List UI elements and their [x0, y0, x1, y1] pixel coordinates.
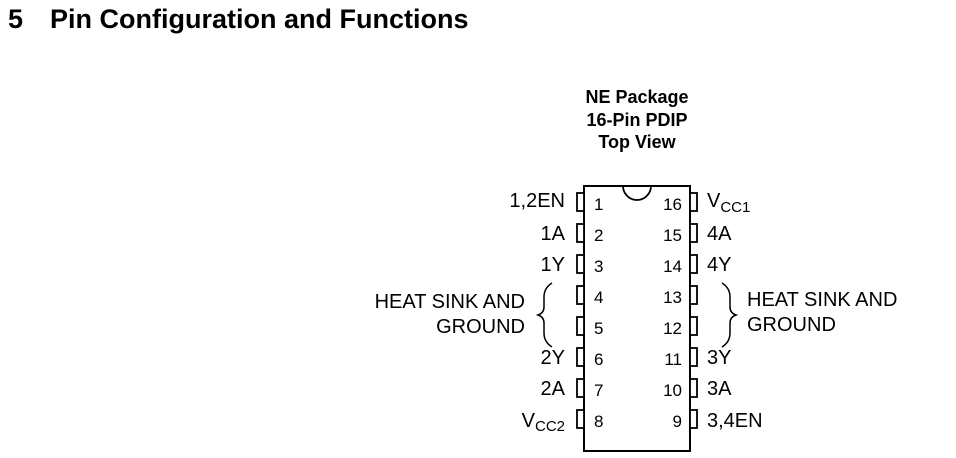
- right-pin-stubs: [689, 192, 698, 429]
- pin-label: 1,2EN: [509, 190, 565, 212]
- pin-number: 15: [663, 226, 682, 245]
- pin-label: 4Y: [707, 254, 731, 276]
- pin-label: 1Y: [541, 254, 565, 276]
- pin-label-vcc1: VCC1: [707, 190, 750, 216]
- pin-stub: [689, 409, 698, 429]
- pin-stub: [576, 254, 585, 274]
- pin-number: 1: [594, 195, 603, 214]
- pin-number: 2: [594, 226, 603, 245]
- pin-label: 2A: [541, 378, 566, 400]
- heat-sink-label-left-line1: HEAT SINK AND: [375, 291, 525, 313]
- pin-stub: [576, 347, 585, 367]
- pin-label: 3,4EN: [707, 410, 763, 432]
- heat-sink-label-left-line2: GROUND: [436, 316, 525, 338]
- pin-number: 14: [663, 257, 682, 276]
- left-pin-stubs: [576, 192, 585, 429]
- pin-stub: [689, 223, 698, 243]
- pin-number: 5: [594, 319, 603, 338]
- pin-stub: [689, 285, 698, 305]
- pin-number: 4: [594, 288, 603, 307]
- pin-label-vcc2: VCC2: [522, 410, 565, 435]
- heat-sink-label-right-line1: HEAT SINK AND: [747, 289, 897, 311]
- pin-stub: [576, 316, 585, 336]
- pin-number: 7: [594, 381, 603, 400]
- package-view: Top View: [598, 132, 676, 152]
- pin-label: 4A: [707, 223, 732, 245]
- pin-label: 2Y: [541, 347, 565, 369]
- pin-number: 10: [663, 381, 682, 400]
- pin-stub: [576, 285, 585, 305]
- pin-number: 3: [594, 257, 603, 276]
- right-brace: [721, 282, 739, 348]
- pin1-notch: [622, 185, 652, 201]
- pin-stub: [576, 378, 585, 398]
- pin-stub: [576, 223, 585, 243]
- pin-stub: [576, 192, 585, 212]
- pin-stub: [576, 409, 585, 429]
- heat-sink-label-right-line2: GROUND: [747, 314, 836, 336]
- left-brace: [535, 282, 553, 348]
- pin-number: 9: [673, 412, 682, 431]
- pin-label: 1A: [541, 223, 566, 245]
- section-title: Pin Configuration and Functions: [50, 4, 469, 34]
- section-number: 5: [8, 4, 24, 34]
- package-name: NE Package: [585, 87, 689, 107]
- pin-number: 16: [663, 195, 682, 214]
- pin-number: 8: [594, 412, 603, 431]
- section-heading: 5 Pin Configuration and Functions: [8, 4, 468, 35]
- pin-stub: [689, 378, 698, 398]
- pin-stub: [689, 192, 698, 212]
- pin-number: 12: [663, 319, 682, 338]
- pin-number: 11: [664, 350, 682, 369]
- pin-number: 6: [594, 350, 603, 369]
- pin-stub: [689, 316, 698, 336]
- pin-number: 13: [663, 288, 682, 307]
- package-title: NE Package 16-Pin PDIP Top View: [537, 86, 737, 154]
- pin-stub: [689, 347, 698, 367]
- package-type: 16-Pin PDIP: [586, 109, 688, 130]
- pin-stub: [689, 254, 698, 274]
- pin-label: 3A: [707, 378, 732, 400]
- pin-label: 3Y: [707, 347, 731, 369]
